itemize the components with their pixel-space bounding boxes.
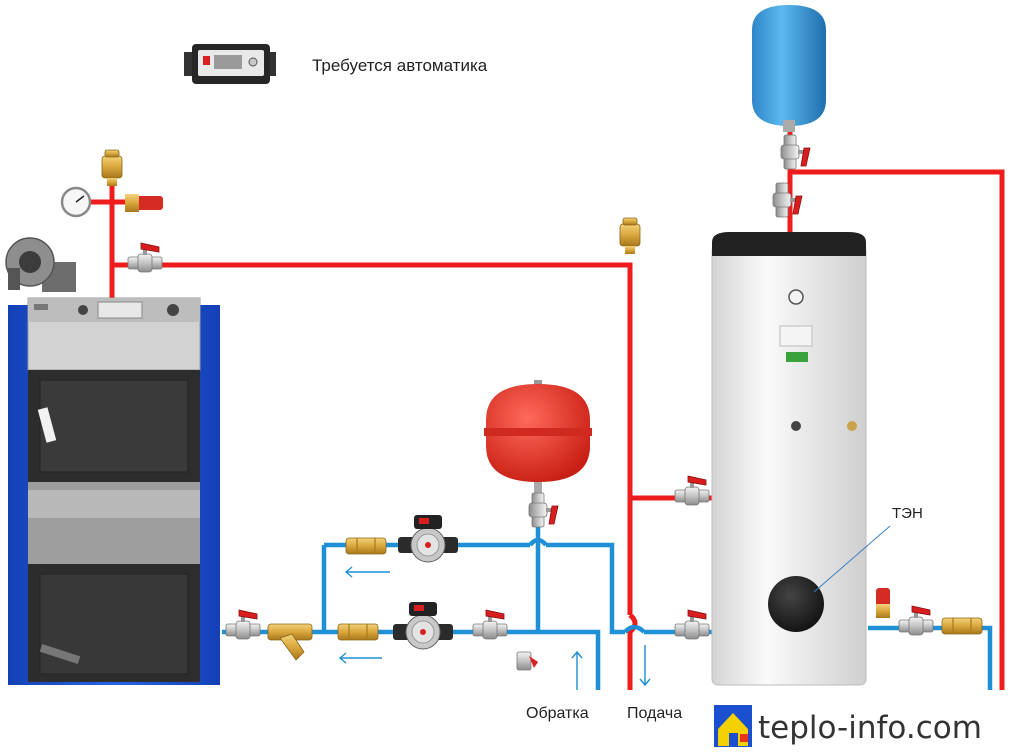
ball-valve-icon <box>472 609 508 640</box>
return-pipes-cold <box>222 520 993 690</box>
safety-valve-icon <box>876 588 890 618</box>
ball-valve-icon <box>225 609 261 640</box>
heater-element-icon <box>768 576 824 632</box>
safety-valve-icon <box>125 194 163 212</box>
heater-element-label: ТЭН <box>892 505 923 522</box>
solid-fuel-boiler <box>5 237 220 685</box>
automation-note: Требуется автоматика <box>312 56 488 75</box>
ball-valve-icon <box>674 609 710 640</box>
pressure-gauge-icon <box>60 186 92 218</box>
check-valve-icon <box>345 537 387 555</box>
air-vent-icon <box>619 217 641 255</box>
air-vent-icon <box>101 149 123 187</box>
ball-valve-icon <box>127 242 163 273</box>
ball-valve-icon <box>772 182 803 218</box>
supply-line-label: Подача <box>627 705 683 722</box>
drain-valve-icon <box>516 651 538 671</box>
circulation-pump-icon <box>392 601 454 650</box>
house-logo-icon <box>714 705 752 747</box>
watermark: teplo-info.com <box>758 710 982 746</box>
ball-valve-icon <box>898 605 934 636</box>
circulation-pump-icon <box>397 514 459 563</box>
check-valve-icon <box>337 623 379 641</box>
controller-icon <box>184 44 276 84</box>
check-valve-icon <box>941 617 983 635</box>
indirect-water-heater <box>711 232 891 686</box>
ball-valve-icon <box>780 134 811 170</box>
draft-fan <box>5 237 76 292</box>
ball-valve-icon <box>674 475 710 506</box>
water-expansion-tank <box>752 5 826 132</box>
heating-expansion-tank <box>484 380 592 528</box>
strainer-icon <box>267 623 313 661</box>
flow-arrow-icon <box>338 566 651 690</box>
return-line-label: Обратка <box>526 705 589 722</box>
